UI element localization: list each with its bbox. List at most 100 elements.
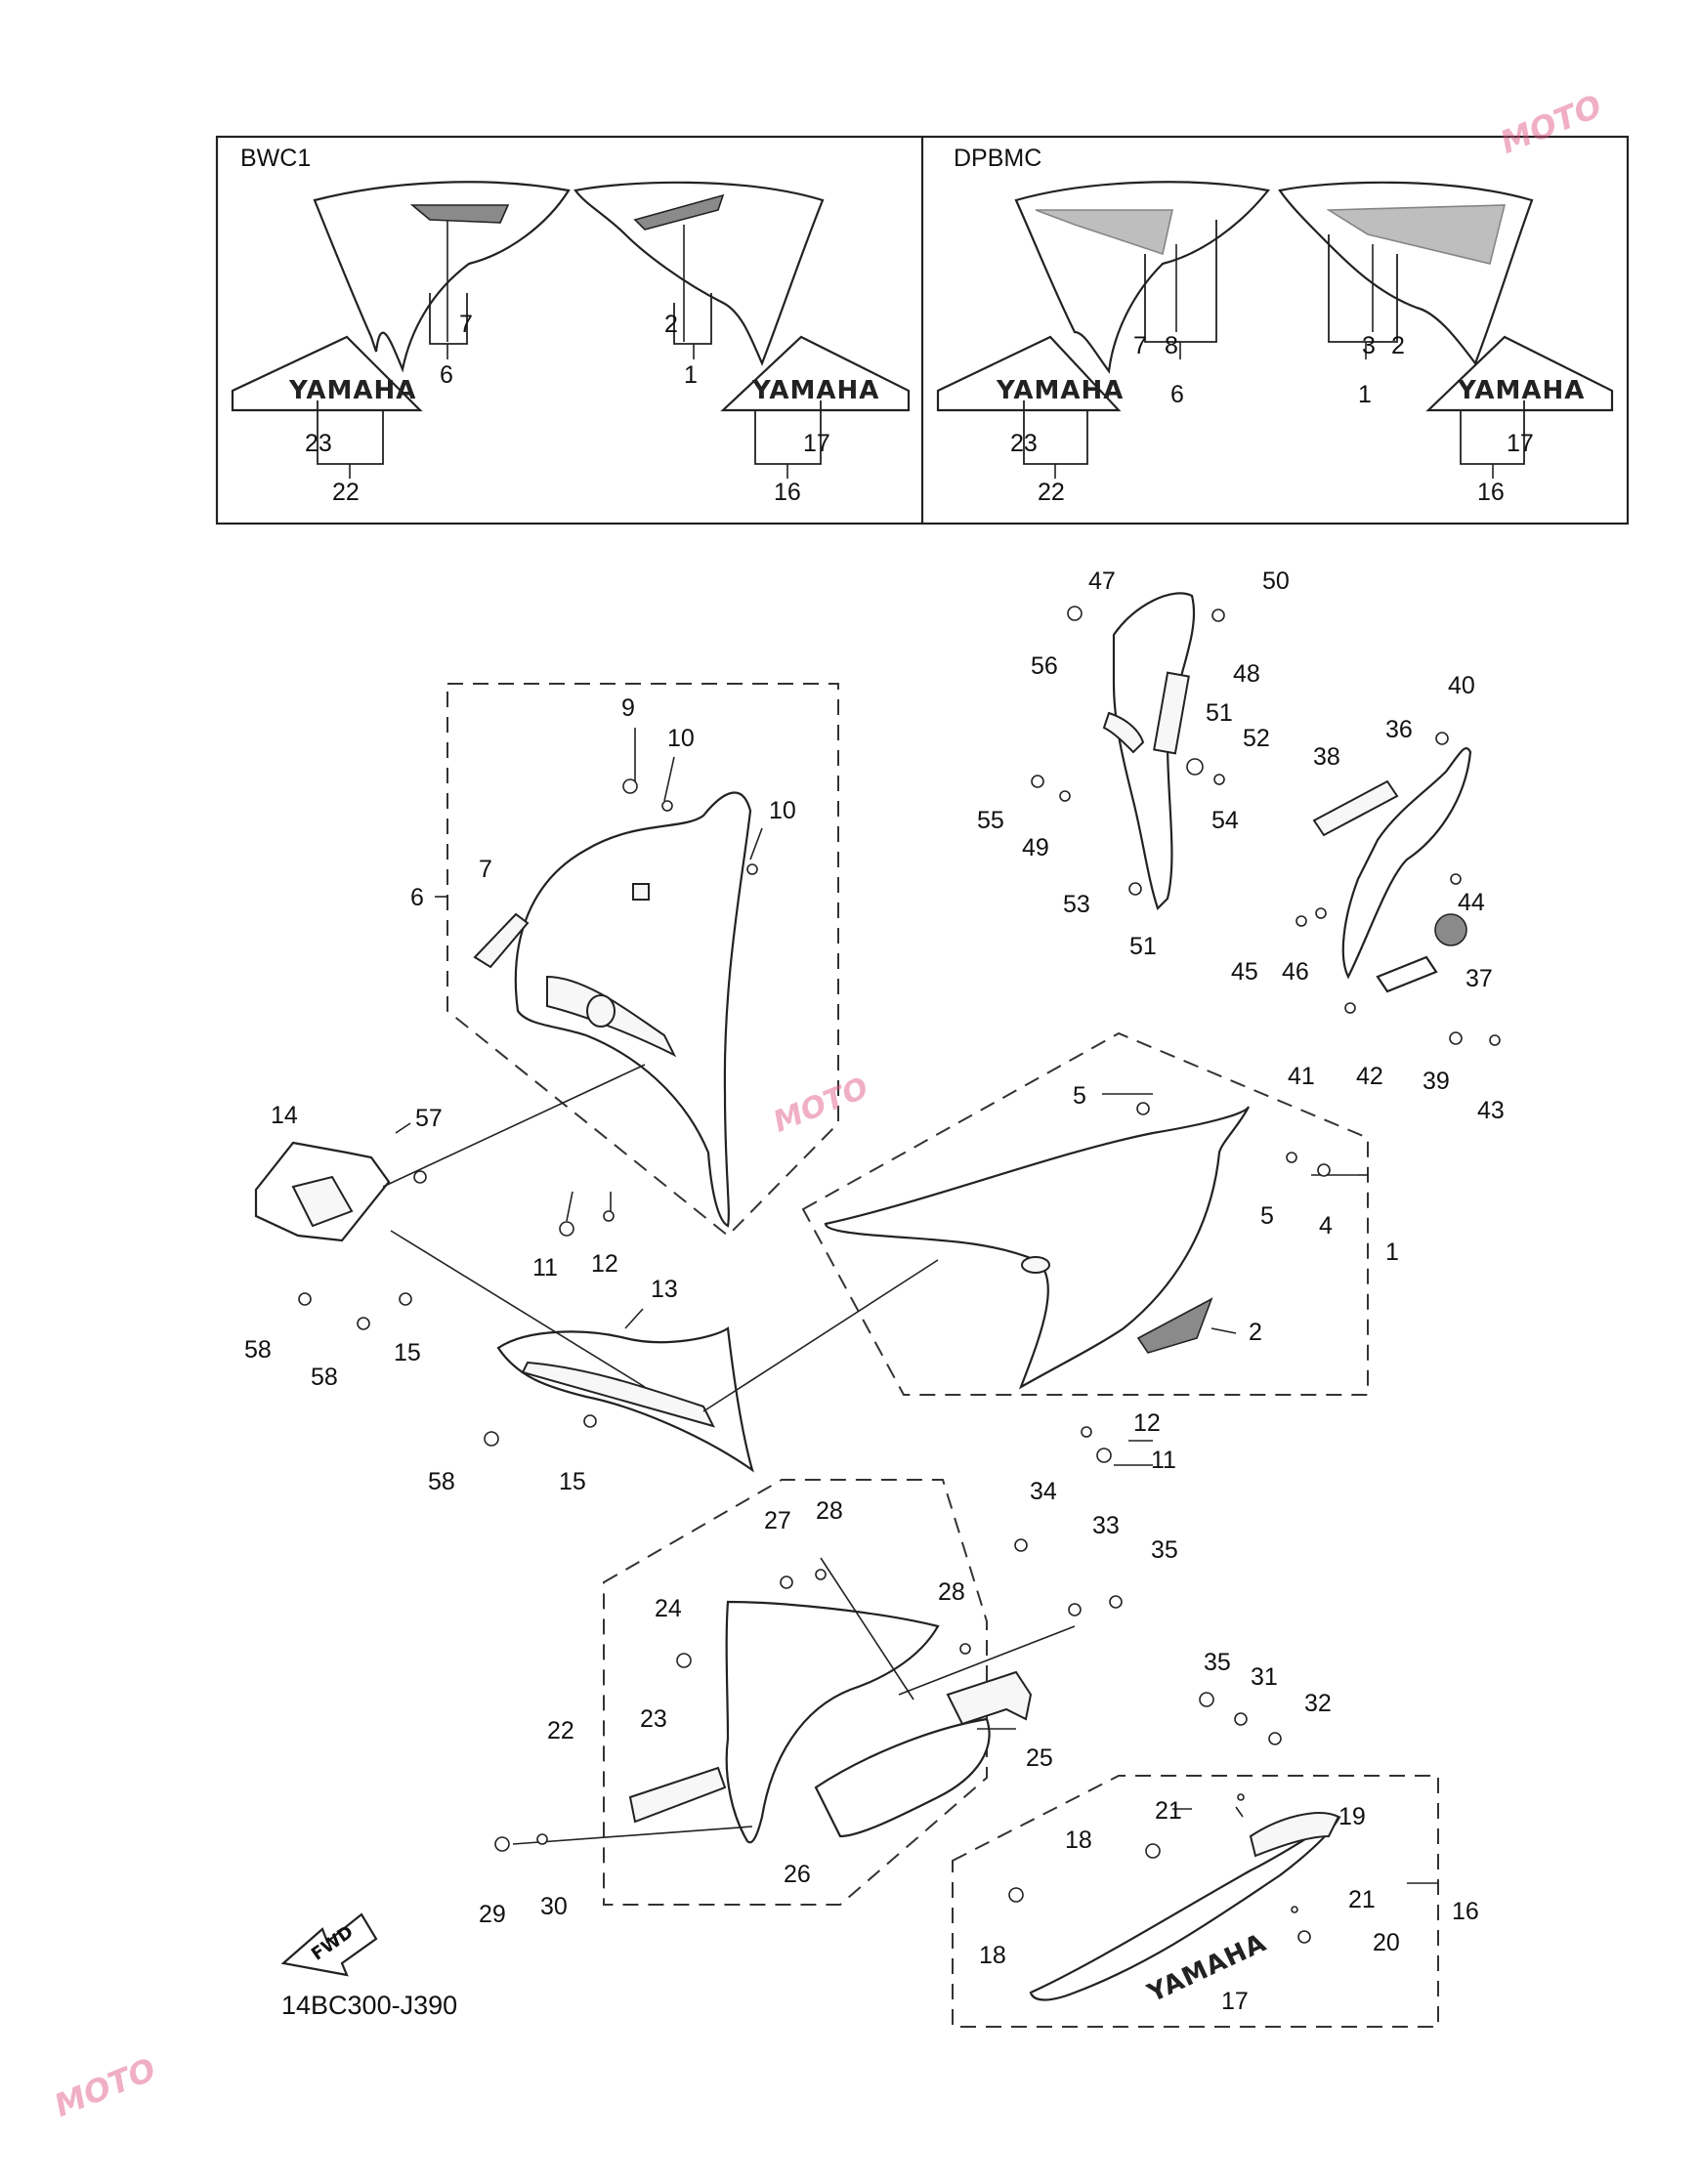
callout: 2	[1391, 332, 1405, 359]
callout: 18	[1065, 1827, 1092, 1854]
part-14-bracket	[254, 1141, 391, 1242]
callout: 30	[540, 1893, 568, 1920]
callout: 12	[591, 1250, 618, 1278]
callout: 11	[1151, 1447, 1176, 1474]
watermark-bottom: MOTO	[49, 2050, 160, 2124]
callout: 18	[979, 1942, 1006, 1969]
callout: 52	[1243, 725, 1270, 752]
callout: 55	[977, 807, 1004, 834]
callout: 6	[440, 361, 453, 389]
callout: 1	[684, 361, 698, 389]
bwc1-right-side-panel	[720, 335, 911, 412]
callout: 3	[1362, 332, 1376, 359]
callout: 15	[559, 1468, 586, 1495]
callout: 34	[1030, 1478, 1057, 1505]
callout: 58	[311, 1364, 338, 1391]
bwc1-left-side-panel	[231, 335, 423, 412]
callout: 58	[428, 1468, 455, 1495]
part-1-side-fairing	[824, 1106, 1251, 1390]
callout: 56	[1031, 652, 1058, 680]
part-22-lower-cowl	[628, 1600, 1033, 1844]
callout: 7	[479, 856, 492, 883]
dpbmc-left-emblem: YAMAHA	[996, 376, 1124, 405]
watermark-center: MOTO	[769, 1071, 873, 1139]
callout: 32	[1304, 1690, 1332, 1717]
callout: 40	[1448, 672, 1475, 699]
callout: 13	[651, 1276, 678, 1303]
callout: 2	[1249, 1319, 1262, 1346]
callout: 38	[1313, 743, 1340, 771]
callout: 12	[1133, 1409, 1161, 1437]
callout: 47	[1088, 567, 1116, 595]
callout: 20	[1373, 1929, 1400, 1956]
callout: 9	[621, 694, 635, 722]
callout: 2	[664, 311, 678, 338]
callout: 22	[547, 1717, 574, 1744]
fasteners	[298, 606, 1501, 1944]
dpbmc-left-stripe	[1035, 209, 1173, 256]
callout: 53	[1063, 891, 1090, 918]
callout: 58	[244, 1336, 272, 1364]
callout: 23	[640, 1705, 667, 1733]
bwc1-right-decal	[633, 193, 725, 231]
main-callout-labels: 9 10 10 7 6 14 57 11 12 13 58 58 15 58 1…	[244, 567, 1505, 2015]
callout: 48	[1233, 660, 1260, 688]
dpbmc-right-emblem: YAMAHA	[1457, 376, 1585, 405]
callout: 50	[1262, 567, 1290, 595]
watermark-top: MOTO	[1495, 87, 1606, 161]
dpbmc-fairings: YAMAHA YAMAHA	[936, 181, 1614, 412]
bwc1-fairings: YAMAHA YAMAHA	[231, 181, 911, 412]
main-leaders	[382, 728, 1438, 1884]
callout: 10	[667, 725, 695, 752]
drawing-code: 14BC300-J390	[281, 1991, 457, 2020]
dpbmc-right-side-panel	[1425, 335, 1614, 412]
top-callout-labels: 7 6 2 1 23 22 17 16 7 8 6 3 2 1 23 22 17…	[305, 311, 1534, 506]
callout: 35	[1151, 1536, 1178, 1564]
dpbmc-right-stripe	[1326, 204, 1507, 265]
callout: 27	[764, 1507, 791, 1534]
callout: 22	[1038, 479, 1065, 506]
callout: 36	[1385, 716, 1413, 743]
callout: 16	[1452, 1898, 1479, 1925]
dpbmc-left-side-panel	[936, 335, 1122, 412]
bwc1-left-fairing	[313, 181, 571, 373]
callout: 21	[1155, 1797, 1182, 1825]
callout: 7	[459, 311, 473, 338]
callout: 46	[1282, 958, 1309, 986]
callout: 5	[1073, 1082, 1086, 1110]
callout: 19	[1338, 1803, 1366, 1830]
callout: 8	[1165, 332, 1178, 359]
part-47-stay	[1102, 592, 1196, 911]
callout: 28	[816, 1497, 843, 1525]
part-36-bracket	[1312, 746, 1472, 993]
bwc1-left-decal	[409, 204, 510, 224]
callout: 11	[532, 1254, 558, 1281]
callout: 16	[1477, 479, 1505, 506]
callout: 57	[415, 1105, 443, 1132]
callout: 17	[1507, 430, 1534, 457]
callout: 35	[1204, 1649, 1231, 1676]
callout: 10	[769, 797, 796, 824]
dpbmc-left-fairing	[1014, 181, 1270, 374]
callout: 54	[1211, 807, 1239, 834]
callout: 26	[784, 1861, 811, 1888]
callout: 1	[1358, 381, 1372, 408]
group-16-outline	[952, 1775, 1439, 2028]
callout: 31	[1251, 1663, 1278, 1691]
callout: 6	[1170, 381, 1184, 408]
callout: 6	[410, 884, 424, 911]
callout: 1	[1385, 1239, 1399, 1266]
bwc1-right-fairing	[573, 181, 825, 366]
callout: 41	[1288, 1063, 1315, 1090]
callout: 23	[305, 430, 332, 457]
callout: 5	[1260, 1202, 1274, 1230]
callout: 21	[1348, 1886, 1376, 1913]
callout: 25	[1026, 1744, 1053, 1772]
callout: 14	[271, 1102, 298, 1129]
panel-title-dpbmc: DPBMC	[954, 145, 1041, 172]
fwd-arrow-icon: FWD	[280, 1912, 378, 1977]
callout: 33	[1092, 1512, 1120, 1539]
callout: 51	[1129, 933, 1157, 960]
bwc1-right-emblem: YAMAHA	[751, 376, 879, 405]
